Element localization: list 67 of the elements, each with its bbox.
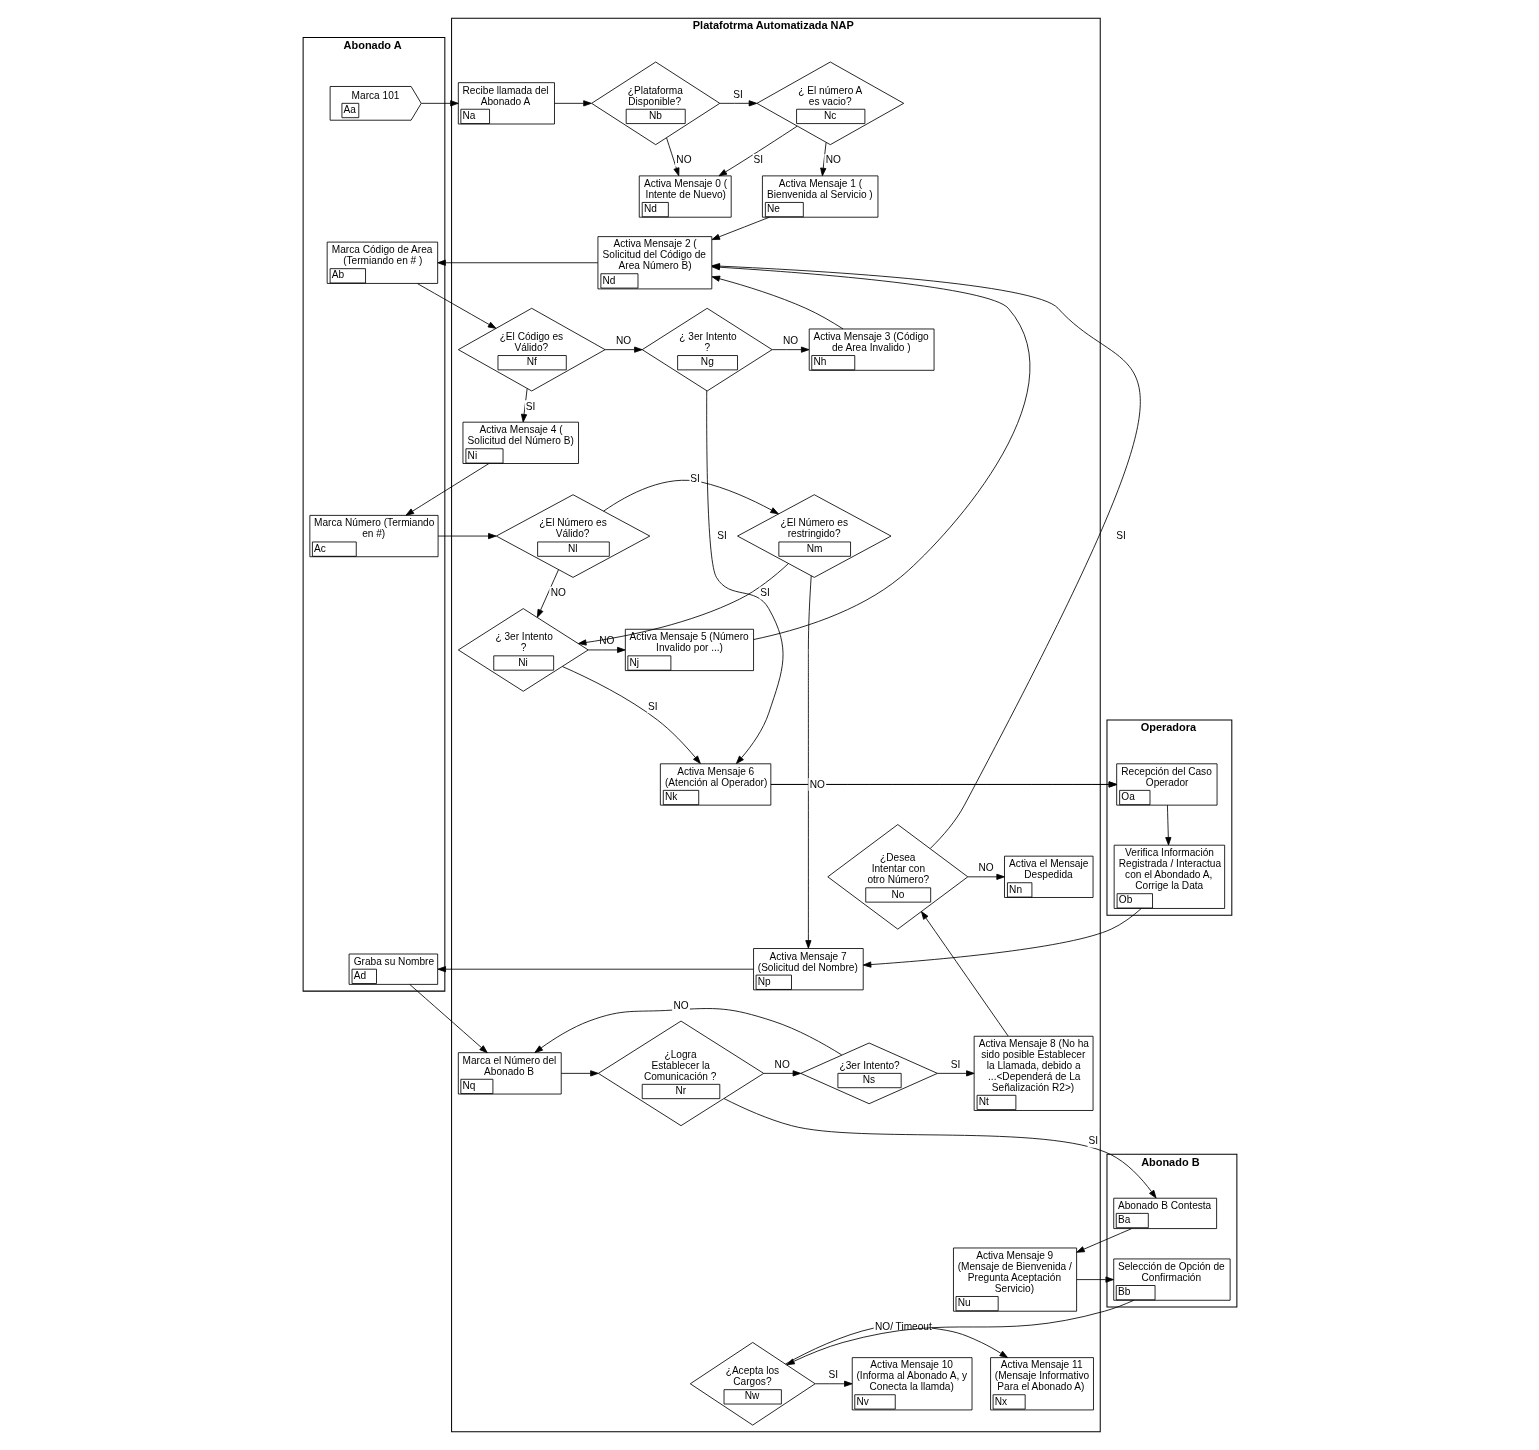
arrow: [1075, 1276, 1114, 1283]
arrow: [770, 781, 1117, 788]
node-diamond: ¿El Número es restringido? Nm: [736, 494, 891, 578]
arrow: [405, 463, 489, 516]
arrow: [814, 1380, 853, 1387]
edge-label: SI: [828, 1368, 838, 1380]
arrow: [437, 533, 497, 540]
arrow: [602, 479, 779, 515]
edge-label: SI: [525, 400, 535, 412]
arrow: [534, 1008, 842, 1056]
edge-label: NO: [675, 154, 692, 166]
node-diamond: ¿ El número A es vacio? Nc: [756, 61, 904, 146]
node-diamond: ¿El Código es Válido? Nf: [457, 307, 605, 392]
arrow: [1164, 804, 1171, 846]
edge-label: SI: [689, 473, 700, 485]
arrow: [819, 142, 826, 177]
arrow: [920, 911, 1009, 1037]
arrow: [416, 283, 496, 329]
edge-label: SI: [759, 587, 770, 599]
arrow: [665, 137, 679, 177]
node-diamond: ¿Desea Intentar con otro Número? No: [826, 824, 968, 930]
arrow: [967, 873, 1005, 880]
arrow: [711, 275, 843, 330]
edge-label: NO: [825, 154, 841, 166]
arrow: [862, 908, 1141, 968]
arrow: [420, 100, 459, 107]
edge-label: SI: [1115, 530, 1126, 542]
edge-label: NO: [978, 862, 994, 874]
arrow: [437, 966, 754, 973]
arrow: [561, 666, 701, 764]
arrow: [560, 1070, 599, 1077]
arrow: [762, 1070, 801, 1077]
edge-label: SI: [647, 700, 658, 712]
arrow: [604, 346, 643, 353]
node-diamond: ¿El Número es Válido? Nl: [495, 494, 650, 578]
edge-label: NO/ Timeout: [874, 1320, 932, 1332]
edge-label: SI: [950, 1058, 960, 1070]
arrow: [936, 1070, 975, 1077]
arrow: [536, 569, 559, 618]
edge-label: NO: [774, 1058, 790, 1070]
edge-label: NO: [782, 334, 798, 346]
arrow: [1075, 1228, 1132, 1253]
arrow: [553, 100, 592, 107]
node-diamond: ¿Acepta los Cargos? Nw: [689, 1342, 816, 1426]
edge-label: NO: [550, 587, 566, 599]
arrow: [711, 216, 770, 241]
edge-label: NO: [615, 334, 631, 346]
arrow: [520, 388, 528, 423]
arrow: [587, 646, 625, 653]
edge-label: SI: [716, 530, 727, 542]
edge-label: SI: [753, 154, 763, 166]
edge-label: NO: [672, 999, 689, 1011]
arrow: [771, 346, 809, 353]
edge-label: SI: [732, 88, 743, 100]
node-diamond: ¿Plataforma Disponible? Nb: [590, 61, 720, 146]
edge-label: SI: [1087, 1135, 1098, 1147]
node-diamond: ¿ 3er Intento ? Ng: [641, 307, 773, 392]
node-diamond: ¿Logra Establecer la Comunicación ? Nr: [597, 1020, 764, 1127]
arrow: [408, 984, 488, 1054]
arrow: [718, 125, 798, 177]
node-diamond: ¿3er Intento? Ns: [799, 1042, 938, 1105]
arrow: [719, 100, 757, 107]
edge-label: NO: [809, 778, 825, 790]
arrow: [705, 390, 783, 764]
arrow: [723, 1098, 1156, 1199]
arrow: [804, 575, 812, 949]
arrow: [436, 259, 598, 266]
